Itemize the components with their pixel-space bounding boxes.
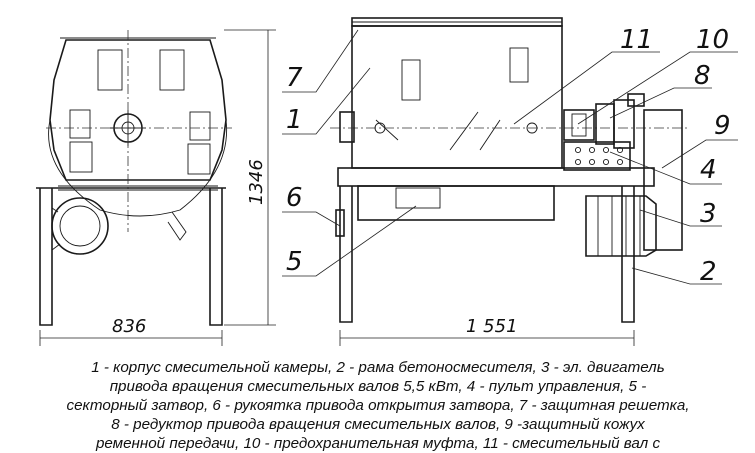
caption-line: 8 - редуктор привода вращения смесительн… <box>111 416 645 433</box>
callout-6: 6 <box>286 183 303 213</box>
callout-1: 1 <box>286 105 303 135</box>
dim-front-width: 836 <box>112 316 146 337</box>
caption-line: 1 - корпус смесительной камеры, 2 - рама… <box>91 359 665 376</box>
callout-leaders <box>282 29 738 285</box>
callout-11: 11 <box>620 25 653 55</box>
side-dimensions: 1 551 <box>339 316 635 346</box>
callout-8: 8 <box>694 61 711 91</box>
side-view <box>330 17 690 323</box>
sector-gate <box>357 185 555 221</box>
callout-9: 9 <box>714 111 731 141</box>
callout-7: 7 <box>286 63 303 93</box>
callout-2: 2 <box>700 257 717 287</box>
caption-line: привода вращения смесительных валов 5,5 … <box>109 378 647 395</box>
callout-10: 10 <box>696 25 729 55</box>
electric-motor <box>585 195 657 257</box>
legend-caption: 1 - корпус смесительной камеры, 2 - рама… <box>28 358 728 453</box>
dim-height: 1346 <box>246 159 267 205</box>
callout-5: 5 <box>286 247 303 277</box>
mixing-chamber <box>351 25 563 169</box>
front-dimensions: 836 1346 <box>39 29 276 346</box>
caption-line: ременной передачи, 10 - предохранительна… <box>95 435 661 452</box>
front-view <box>36 30 232 326</box>
dim-side-length: 1 551 <box>466 316 518 337</box>
callout-3: 3 <box>700 199 717 229</box>
belt-guard <box>643 109 683 251</box>
caption-line: секторный затвор, 6 - рукоятка привода о… <box>66 397 690 414</box>
control-panel <box>563 141 631 171</box>
callout-4: 4 <box>700 155 717 185</box>
callout-labels: 7 1 6 5 11 10 8 9 4 3 2 <box>286 25 731 287</box>
